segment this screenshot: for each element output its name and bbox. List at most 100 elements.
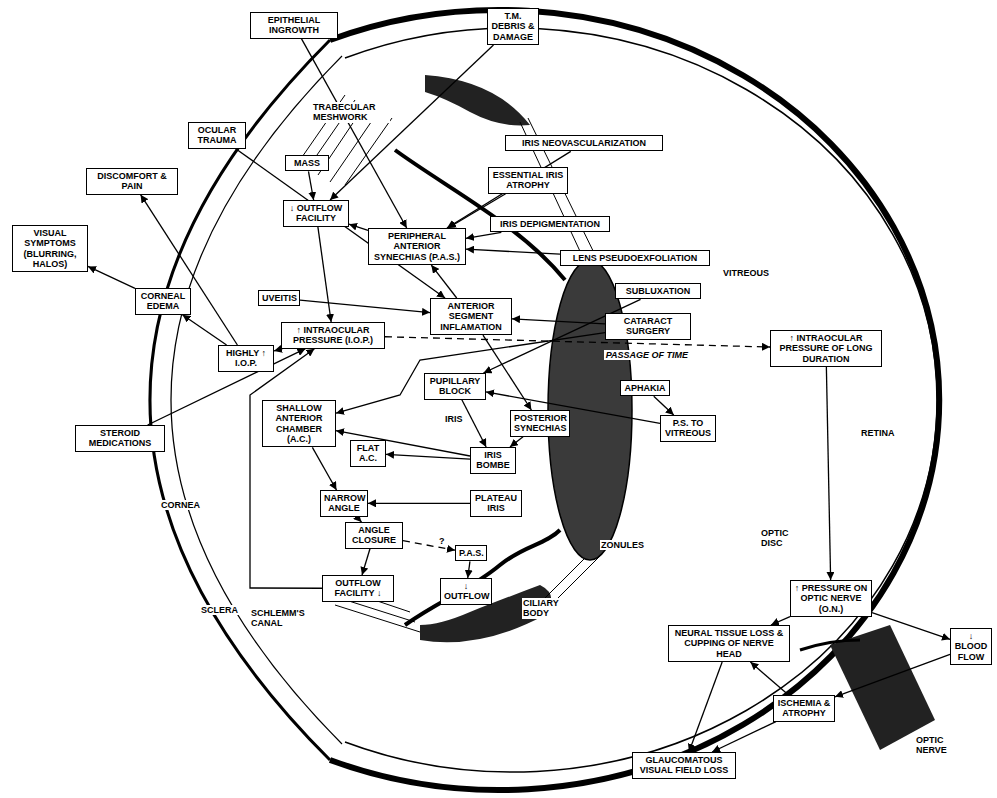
box-text: P.S. TO VITREOUS [664,418,712,439]
cause-box: PLATEAU IRIS [470,490,522,517]
cause-box: P.A.S. [455,545,487,561]
part-label: ZONULES [600,540,645,550]
box-text: IRIS BOMBE [474,450,512,471]
cause-box: POSTERIOR SYNECHIAS [510,410,570,437]
connector-arrow [368,503,470,504]
box-text: DISCOMFORT & PAIN [90,171,174,192]
box-text: GLAUCOMATOUS VISUAL FIELD LOSS [636,755,732,776]
connector-arrow [182,315,226,345]
connector-arrow [510,437,523,447]
cause-box: IRIS NEOVASCULARIZATION [505,135,663,151]
connector-arrow [872,613,950,640]
connector-arrow [300,300,430,312]
connector-arrow [462,400,486,447]
box-text: ↓ OUTFLOW FACILITY [287,203,345,224]
cause-box: P.S. TO VITREOUS [660,415,716,442]
connector-arrow [771,617,790,625]
connector-arrow [349,224,368,230]
box-text: ISCHEMIA & ATROPHY [777,698,831,719]
connector-arrow [318,227,331,322]
retina-outline [345,28,937,772]
edge-label: PASSAGE OF TIME [604,350,690,360]
cornea-inner [171,56,342,744]
cause-box: EPITHELIAL INGROWTH [250,12,338,39]
cause-box: DISCOMFORT & PAIN [86,168,178,195]
trabecular-hatching [300,95,420,632]
connector-arrow [88,266,135,288]
cause-box: VISUAL SYMPTOMS (BLURRING, HALOS) [12,225,88,272]
box-text: P.A.S. [459,548,483,558]
cause-box: ANGLE CLOSURE [345,522,403,549]
box-text: APHAKIA [624,383,666,393]
part-label: IRIS [444,414,464,424]
part-label: VITREOUS [722,268,770,278]
box-text: NEURAL TISSUE LOSS & CUPPING OF NERVE HE… [672,628,786,659]
cause-box: GLAUCOMATOUS VISUAL FIELD LOSS [632,752,736,779]
box-text: POSTERIOR SYNECHIAS [514,413,566,434]
box-text: PLATEAU IRIS [474,493,518,514]
box-text: STEROID MEDICATIONS [79,428,161,449]
connector-arrow [654,396,674,415]
cause-box: CORNEAL EDEMA [135,288,191,315]
box-text: OCULAR TRAUMA [192,125,242,146]
box-text: CORNEAL EDEMA [139,291,187,312]
connector-arrow [466,249,560,254]
box-text: PUPILLARY BLOCK [428,376,482,397]
cause-box: T.M. DEBRIS & DAMAGE [487,8,539,45]
part-label: SCLERA [200,605,239,615]
box-text: NARROW ANGLE [324,493,364,514]
cause-box: NEURAL TISSUE LOSS & CUPPING OF NERVE HE… [668,625,790,662]
optic-nerve [830,625,935,750]
sclera-outline [330,10,939,790]
connector-arrow [712,722,776,752]
connector-arrow [835,654,950,697]
cause-box: HIGHLY ↑ I.O.P. [218,345,274,372]
connector-arrow [386,454,470,459]
connector-arrow [431,265,456,298]
box-text: ESSENTIAL IRIS ATROPHY [492,170,564,191]
connector-arrow [403,541,455,551]
connector-arrow [362,549,370,575]
cause-box: ↓ OUTFLOW FACILITY [283,200,349,227]
connector-arrow [385,337,770,347]
cause-box: ↓ OUTFLOW [440,578,492,605]
box-text: ↓ OUTFLOW [444,581,488,602]
cause-box: ↑ INTRAOCULAR PRESSURE OF LONG DURATION [770,330,882,367]
cause-box: IRIS DEPIGMENTATION [490,216,610,232]
cause-box: FLAT A.C. [350,440,386,467]
cause-box: IRIS BOMBE [470,447,516,474]
cause-box: NARROW ANGLE [320,490,368,517]
box-text: IRIS DEPIGMENTATION [494,219,606,229]
cause-box: ISCHEMIA & ATROPHY [773,695,835,722]
cause-box: UVEITIS [258,290,300,306]
cause-box: MASS [285,155,329,171]
connector-arrow [312,447,336,490]
cause-box: SHALLOW ANTERIOR CHAMBER (A.C.) [262,400,336,447]
connector-arrow [141,195,238,345]
connector-arrow [250,349,322,589]
box-text: ↑ PRESSURE ON OPTIC NERVE (O.N.) [794,583,868,614]
box-text: T.M. DEBRIS & DAMAGE [491,11,535,42]
box-text: ↑ INTRAOCULAR PRESSURE (I.O.P.) [285,325,381,346]
part-label: RETINA [860,428,896,438]
cause-box: ↑ INTRAOCULAR PRESSURE (I.O.P.) [281,322,385,349]
box-text: MASS [289,158,325,168]
cause-box: OCULAR TRAUMA [188,122,246,149]
box-text: VISUAL SYMPTOMS (BLURRING, HALOS) [16,228,84,269]
part-label: OPTIC NERVE [915,735,967,756]
box-text: ANTERIOR SEGMENT INFLAMATION [434,301,508,332]
cause-box: ↓ BLOOD FLOW [950,628,992,665]
connector-arrow [308,171,313,200]
connector-arrow [466,232,501,238]
box-text: SUBLUXATION [619,286,697,296]
connector-arrow [750,662,788,695]
cause-box: ESSENTIAL IRIS ATROPHY [488,167,568,194]
connector-arrow [274,349,283,351]
box-text: LENS PSEUDOEXFOLIATION [564,253,706,263]
connector-arrow [468,561,470,578]
box-text: PERIPHERAL ANTERIOR SYNECHIAS (P.A.S.) [372,231,462,262]
cause-box: PERIPHERAL ANTERIOR SYNECHIAS (P.A.S.) [368,228,466,265]
box-text: SHALLOW ANTERIOR CHAMBER (A.C.) [266,403,332,444]
